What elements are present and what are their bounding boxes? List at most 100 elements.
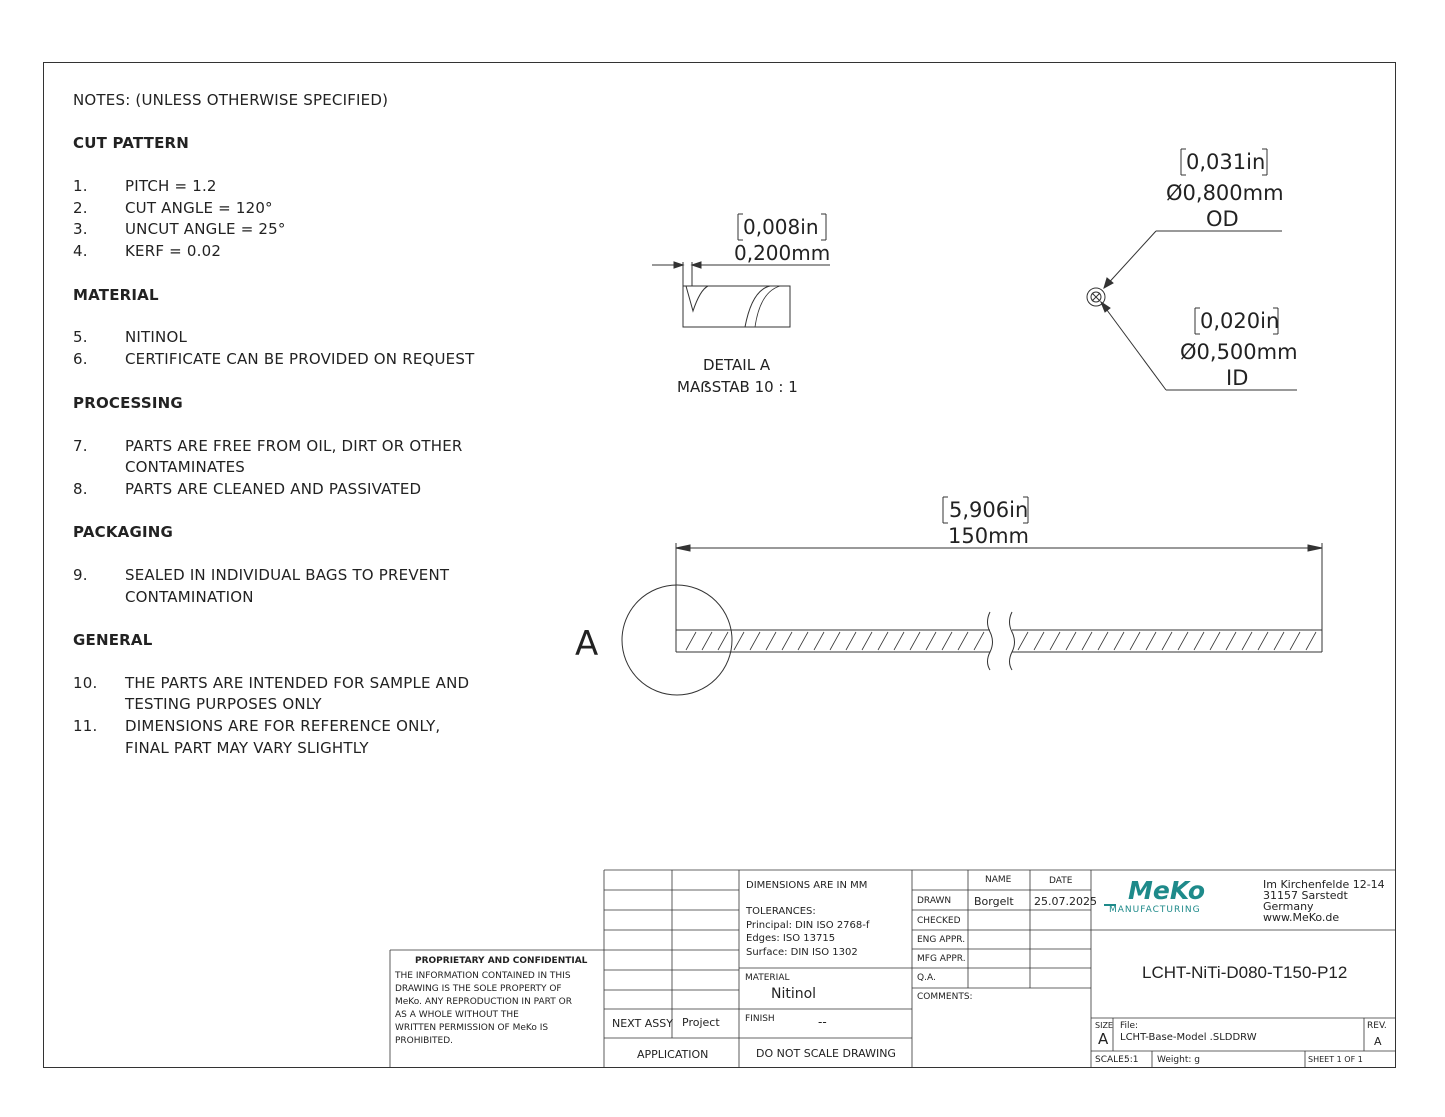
section-view (1086, 148, 1297, 391)
spiral-cut-line (733, 631, 745, 651)
note-text: TESTING PURPOSES ONLY (125, 695, 322, 713)
detail-a-view (652, 213, 830, 328)
note-number: 1. (73, 177, 88, 195)
spiral-cut-line (973, 631, 985, 651)
company-sub: MANUFACTURING (1109, 905, 1201, 915)
spiral-cut-line (1017, 631, 1029, 651)
notes-title: NOTES: (UNLESS OTHERWISE SPECIFIED) (73, 91, 389, 109)
finish-value: -- (818, 1015, 827, 1029)
detail-scale: MAẞSTAB 10 : 1 (677, 378, 798, 396)
scale-value: 5:1 (1124, 1055, 1139, 1065)
section-heading: PACKAGING (73, 523, 174, 541)
note-number: 9. (73, 566, 88, 584)
spiral-cut-line (1033, 631, 1045, 651)
company-logo: MeKo (1128, 876, 1206, 905)
eng-appr-label: ENG APPR. (917, 935, 966, 945)
note-number: 8. (73, 480, 88, 498)
note-text: PARTS ARE FREE FROM OIL, DIRT OR OTHER (125, 437, 463, 455)
spiral-cut-line (845, 631, 857, 651)
note-text: PARTS ARE CLEANED AND PASSIVATED (125, 480, 422, 498)
size-label: SIZE (1095, 1021, 1113, 1030)
main-view (621, 496, 1323, 696)
dimensions-note: DIMENSIONS ARE IN MM (746, 880, 868, 891)
tube-spiral-cuts (1017, 631, 1317, 651)
note-text: SEALED IN INDIVIDUAL BAGS TO PREVENT (125, 566, 450, 584)
spiral-cut-line (909, 631, 921, 651)
size-value: A (1098, 1030, 1109, 1048)
spiral-cut-line (1113, 631, 1125, 651)
file-label: File: (1120, 1021, 1139, 1031)
od-dim-mm: Ø0,800mm (1166, 181, 1284, 205)
note-text: NITINOL (125, 328, 188, 346)
proprietary-line: AS A WHOLE WITHOUT THE (395, 1010, 519, 1020)
length-dim-mm: 150mm (948, 524, 1029, 548)
address-line: www.MeKo.de (1263, 911, 1340, 924)
section-heading: PROCESSING (73, 394, 183, 412)
col-name: NAME (985, 875, 1012, 885)
id-dim-inch: 0,020in (1200, 309, 1280, 333)
spiral-cut-line (1097, 631, 1109, 651)
spiral-cut-line (797, 631, 809, 651)
note-number: 10. (73, 674, 98, 692)
project: Project (682, 1016, 720, 1029)
drawing-frame (43, 62, 1396, 1068)
weight: Weight: g (1157, 1055, 1200, 1065)
note-text: UNCUT ANGLE = 25° (125, 220, 286, 238)
note-text: CUT ANGLE = 120° (125, 199, 273, 217)
note-text: FINAL PART MAY VARY SLIGHTLY (125, 739, 369, 757)
scale-label: SCALE: (1095, 1055, 1127, 1065)
length-dim-inch: 5,906in (949, 498, 1029, 522)
id-label: ID (1226, 366, 1249, 390)
note-number: 4. (73, 242, 88, 260)
spiral-cut-line (1049, 631, 1061, 651)
finish-label: FINISH (745, 1014, 775, 1024)
spiral-cut-line (829, 631, 841, 651)
material-value: Nitinol (771, 986, 817, 1002)
section-heading: GENERAL (73, 631, 153, 649)
sheet: SHEET 1 OF 1 (1308, 1055, 1363, 1064)
comments-label: COMMENTS: (917, 992, 973, 1002)
section-heading: MATERIAL (73, 286, 159, 304)
spiral-cut-line (1257, 631, 1269, 651)
spiral-cut-line (701, 631, 713, 651)
part-number: LCHT-NiTi-D080-T150-P12 (1142, 963, 1348, 982)
rev-label: REV. (1367, 1021, 1387, 1031)
spiral-cut-line (749, 631, 761, 651)
spiral-cut-line (1145, 631, 1157, 651)
section-heading: CUT PATTERN (73, 134, 190, 152)
spiral-cut-line (1209, 631, 1221, 651)
note-text: DIMENSIONS ARE FOR REFERENCE ONLY, (125, 717, 441, 735)
address-line: 31157 Sarstedt (1263, 889, 1348, 902)
spiral-cut-line (813, 631, 825, 651)
spiral-cut-line (877, 631, 889, 651)
proprietary-title: PROPRIETARY AND CONFIDENTIAL (415, 956, 588, 966)
proprietary-line: WRITTEN PERMISSION OF MeKo IS (395, 1023, 549, 1033)
od-label: OD (1206, 207, 1239, 231)
tolerance-principal: Principal: DIN ISO 2768-f (746, 920, 870, 931)
detail-label: DETAIL A (703, 356, 771, 374)
mfg-appr-label: MFG APPR. (917, 954, 966, 964)
address-line: Germany (1263, 900, 1314, 913)
col-date: DATE (1049, 876, 1073, 886)
spiral-cut-line (685, 631, 697, 651)
note-number: 7. (73, 437, 88, 455)
detail-dim-mm: 0,200mm (734, 241, 831, 265)
next-assy: NEXT ASSY (612, 1017, 673, 1030)
material-label: MATERIAL (745, 973, 790, 983)
file-value: LCHT-Base-Model .SLDDRW (1120, 1032, 1257, 1043)
note-number: 3. (73, 220, 88, 238)
note-number: 11. (73, 717, 98, 735)
proprietary-line: PROHIBITED. (395, 1036, 453, 1046)
tolerance-surface: Surface: DIN ISO 1302 (746, 947, 858, 958)
spiral-cut-line (781, 631, 793, 651)
note-text: PITCH = 1.2 (125, 177, 217, 195)
spiral-cut-line (1177, 631, 1189, 651)
note-text: CERTIFICATE CAN BE PROVIDED ON REQUEST (125, 350, 475, 368)
note-text: CONTAMINATION (125, 588, 254, 606)
spiral-cut-line (765, 631, 777, 651)
od-dim-inch: 0,031in (1186, 150, 1266, 174)
spiral-cut-line (941, 631, 953, 651)
proprietary-line: THE INFORMATION CONTAINED IN THIS (395, 971, 571, 981)
diameter-symbol: Ø (1166, 181, 1183, 205)
